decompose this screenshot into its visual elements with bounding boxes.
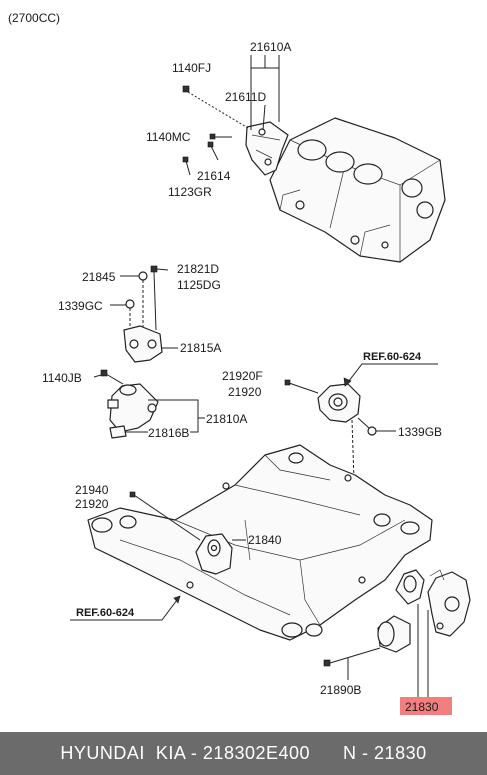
label-21830: 21830: [405, 700, 439, 714]
footer-number: N - 21830: [343, 743, 427, 763]
label-1140JB: 1140JB: [42, 371, 82, 385]
label-21940: 21940: [75, 483, 109, 497]
bolt-21940: [129, 491, 201, 541]
bolt-1123GR: [182, 156, 191, 176]
label-1140MC: 1140MC: [146, 130, 191, 144]
nut-21845: [138, 271, 148, 281]
parts-diagram: (2700CC): [8, 11, 471, 715]
ref-left: REF.60-624: [76, 607, 135, 619]
label-21810A: 21810A: [206, 412, 247, 426]
bolt-1140MC: [209, 133, 232, 140]
bolt-1140FJ: [182, 85, 249, 129]
engine-variant-label: (2700CC): [8, 11, 60, 25]
mount-21810A: [107, 383, 159, 439]
footer-brand: HYUNDAI KIA - 218302E400: [60, 743, 311, 763]
label-21890B: 21890B: [320, 683, 361, 697]
footer-bar: HYUNDAI KIA - 218302E400 N - 21830: [0, 732, 487, 775]
label-1123GR: 1123GR: [168, 185, 212, 199]
ref-top: REF.60-624: [363, 351, 422, 363]
label-21611D: 21611D: [225, 90, 266, 104]
label-21815A: 21815A: [180, 341, 221, 355]
engine-block: [269, 117, 446, 263]
nut-1339GB: [357, 417, 377, 436]
label-21920F: 21920F: [222, 369, 263, 383]
label-21840: 21840: [248, 533, 282, 547]
bushing-21890B: [377, 615, 411, 653]
engine-bracket-21611D: [245, 121, 289, 176]
bushing-21830: [395, 569, 425, 605]
label-21845: 21845: [82, 270, 116, 284]
label-21610A: 21610A: [250, 40, 291, 54]
label-1140FJ: 1140FJ: [172, 61, 211, 75]
bolt-1140JB: [100, 369, 124, 385]
bolt-21614: [207, 141, 219, 161]
footer-spacer: [310, 743, 343, 764]
bracket-21815A: [123, 325, 163, 363]
label-1125DG: 1125DG: [177, 278, 221, 292]
highlight-21830: [400, 697, 452, 715]
label-1339GC: 1339GC: [58, 299, 103, 313]
label-21816B: 21816B: [148, 426, 189, 440]
bolt-21821D: [150, 265, 158, 331]
label-21821D: 21821D: [177, 262, 219, 276]
bracket-21830: [427, 569, 471, 637]
bolt-21890B: [323, 647, 381, 667]
mount-21840: [195, 533, 233, 575]
label-21920-upper: 21920: [228, 385, 262, 399]
subframe: [87, 444, 433, 641]
label-21920-lower: 21920: [75, 497, 109, 511]
label-1339GB: 1339GB: [398, 425, 442, 439]
mount-bushing-upper: [317, 383, 361, 423]
nut-1339GC: [125, 299, 135, 309]
label-21614: 21614: [197, 169, 231, 183]
bolt-21920F: [284, 379, 319, 394]
